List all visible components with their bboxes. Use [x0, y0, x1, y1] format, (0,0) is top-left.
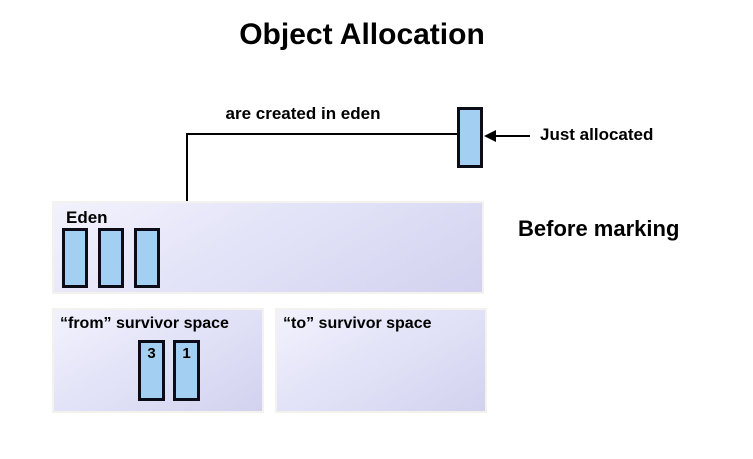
survivor-object-age: 3: [138, 340, 165, 401]
from-survivor-label: “from” survivor space: [60, 315, 229, 332]
arrow-line-vertical: [186, 133, 188, 243]
survivor-object-age: 1: [173, 340, 200, 401]
to-survivor-label: “to” survivor space: [283, 315, 432, 332]
created-in-eden-label: are created in eden: [225, 104, 381, 123]
from-survivor-region: “from” survivor space 3 1: [52, 308, 264, 413]
arrowhead-left-icon: [484, 130, 496, 142]
to-survivor-region: “to” survivor space: [275, 308, 487, 413]
eden-object: [62, 228, 88, 288]
eden-object: [134, 228, 160, 288]
just-allocated-object: [457, 107, 483, 168]
phase-label: Before marking: [518, 216, 680, 241]
eden-label: Eden: [66, 208, 108, 227]
eden-region: Eden: [52, 201, 484, 294]
just-allocated-label: Just allocated: [540, 125, 654, 144]
arrow-line-horizontal: [186, 133, 458, 135]
just-allocated-arrow-line: [492, 135, 530, 137]
page-title: Object Allocation: [239, 18, 485, 51]
eden-object: [98, 228, 124, 288]
